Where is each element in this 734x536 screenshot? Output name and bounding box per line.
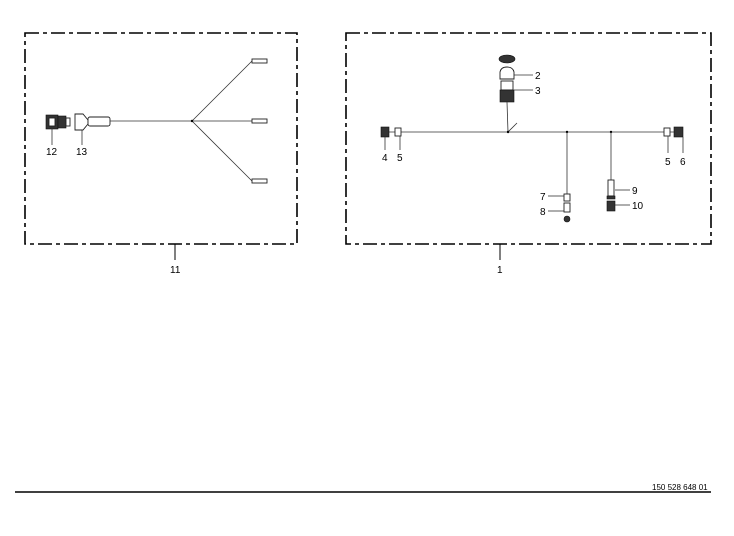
label-11: 11 xyxy=(170,265,181,276)
assembly-1: 2 3 4 5 5 6 7 8 9 10 1 xyxy=(345,32,712,276)
label-2: 2 xyxy=(535,71,541,82)
label-4: 4 xyxy=(382,153,388,164)
label-12: 12 xyxy=(46,147,58,158)
connector-2 xyxy=(498,54,516,80)
connector-7 xyxy=(563,193,571,202)
connector-6 xyxy=(673,126,684,138)
wire-end xyxy=(251,178,268,184)
connector-12 xyxy=(45,114,71,130)
label-5-left: 5 xyxy=(397,153,403,164)
connector-4 xyxy=(380,126,390,138)
label-13: 13 xyxy=(76,147,88,158)
label-7: 7 xyxy=(540,192,546,203)
connector-5-right xyxy=(663,127,671,137)
assembly-boundary xyxy=(24,32,298,245)
connector-9 xyxy=(606,179,616,200)
connector-13 xyxy=(74,113,111,131)
label-5-right: 5 xyxy=(665,157,671,168)
assembly-11: 12 13 11 xyxy=(24,32,298,276)
label-3: 3 xyxy=(535,86,541,97)
label-6: 6 xyxy=(680,157,686,168)
label-8: 8 xyxy=(540,207,546,218)
wire-end xyxy=(251,118,268,124)
connector-3 xyxy=(499,80,515,103)
connector-8 xyxy=(563,202,571,223)
label-9: 9 xyxy=(632,186,638,197)
wire-end xyxy=(251,58,268,64)
connector-5-left xyxy=(394,127,402,137)
assembly-boundary xyxy=(345,32,712,245)
document-number: 150 528 648 01 xyxy=(652,483,708,492)
label-1: 1 xyxy=(497,265,503,276)
connector-10 xyxy=(606,200,616,212)
label-10: 10 xyxy=(632,201,644,212)
